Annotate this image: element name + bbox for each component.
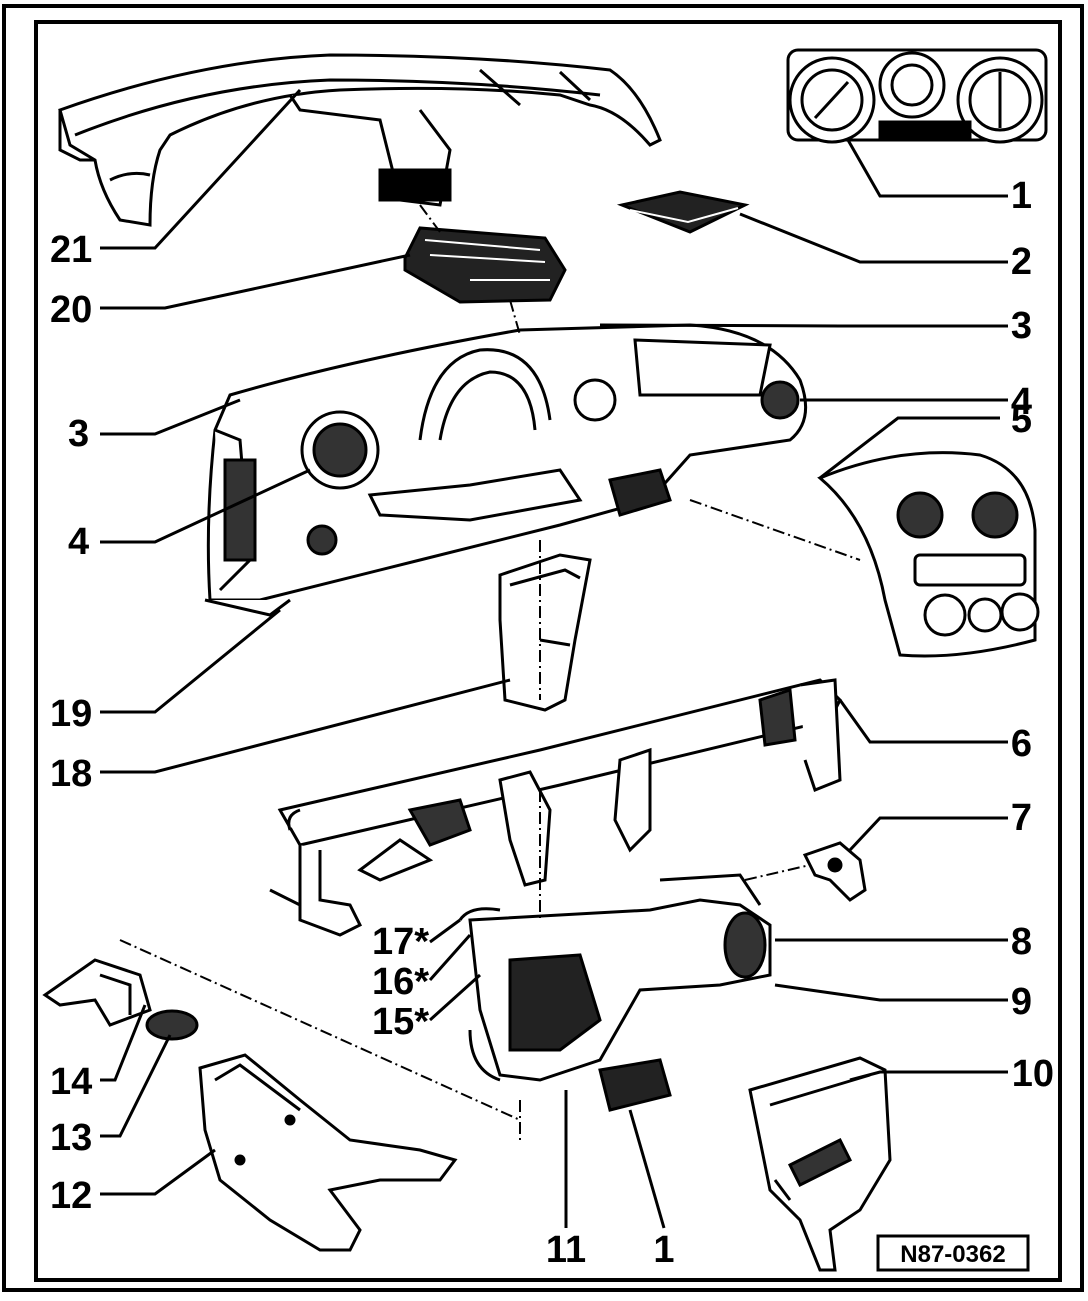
callout-3-left: 3 [68,413,89,455]
callout-19: 19 [50,693,92,735]
callout-4-left: 4 [68,521,89,563]
part-18-air-duct [498,553,592,712]
callout-10: 10 [1012,1053,1054,1095]
part-4-dashboard-panel [204,323,808,617]
parts-13-14-side-vents [42,958,199,1041]
part-20-center-vent [403,226,567,304]
callout-5: 5 [1011,399,1032,441]
alignment-guides [119,204,861,1140]
callout-18: 18 [50,753,92,795]
inner-frame [34,20,1062,1282]
callout-17: 17* [372,921,429,963]
callout-labels: 1 2 3 4 5 3 4 6 7 8 9 10 21 20 19 18 17*… [50,175,1054,1271]
callout-11: 11 [546,1229,586,1271]
callout-14: 14 [50,1061,92,1103]
callout-15: 15* [372,1001,429,1043]
callout-4-right: 4 [1011,381,1032,423]
callout-9: 9 [1011,981,1032,1023]
callout-1-top: 1 [1011,175,1032,217]
callout-8: 8 [1011,921,1032,963]
part-10-glove-box [748,1056,892,1272]
callout-6: 6 [1011,723,1032,765]
part-2-small-vent-insert [616,190,750,234]
callout-12: 12 [50,1175,92,1217]
figure-code: N87-0362 [900,1241,1005,1268]
callout-21: 21 [50,229,92,271]
part-8-heater-box [458,873,772,1112]
part-21-dash-top-trim [58,53,662,227]
leader-lines [100,88,1008,1229]
callout-20: 20 [50,289,92,331]
part-7-bracket [802,841,867,902]
callout-2: 2 [1011,241,1032,283]
callout-1-bottom: 1 [653,1229,674,1271]
callout-3-right: 3 [1011,305,1032,347]
part-6-cross-member [269,678,842,937]
figure-code-box: N87-0362 [876,1234,1030,1272]
part-5-center-console-bezel [817,451,1040,658]
callout-16: 16* [372,961,429,1003]
callout-7: 7 [1011,797,1032,839]
callout-13: 13 [50,1117,92,1159]
part-12-floor-duct [198,1053,458,1252]
part-1-climate-control-panel [786,48,1048,144]
